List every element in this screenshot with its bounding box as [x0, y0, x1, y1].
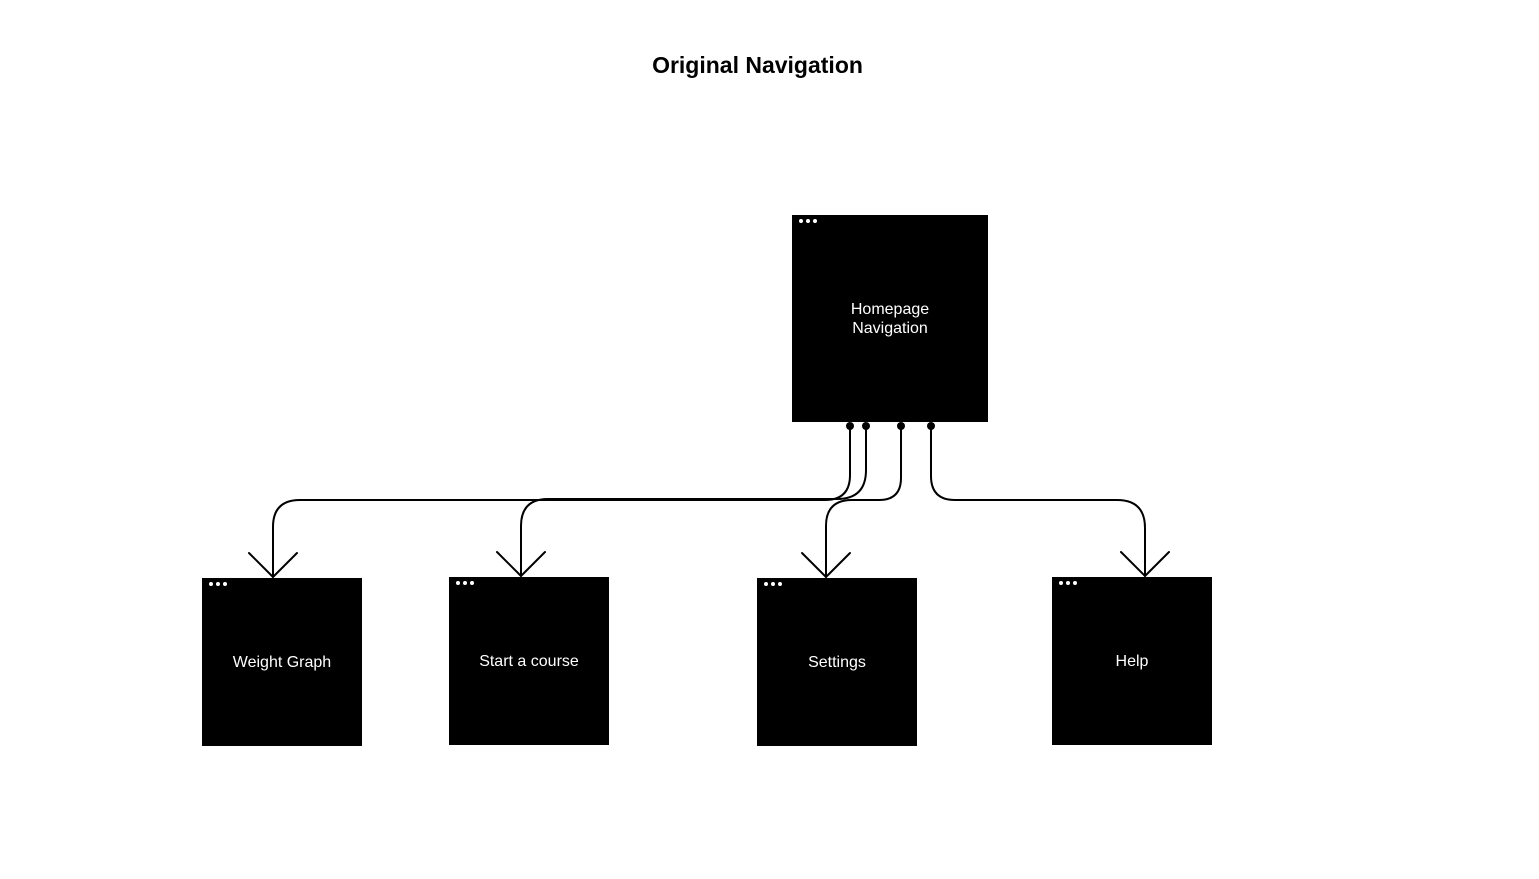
screen-weight-graph: Weight Graph — [202, 578, 362, 746]
window-dots-icon — [1059, 581, 1077, 585]
screen-start-a-course: Start a course — [449, 577, 609, 745]
connector-anchor-dot — [897, 422, 905, 430]
window-dots-icon — [209, 582, 227, 586]
screen-help: Help — [1052, 577, 1212, 745]
screen-label: Homepage Navigation — [850, 300, 930, 337]
screen-settings: Settings — [757, 578, 917, 746]
screen-label: Settings — [808, 653, 866, 671]
connector-settings — [825, 425, 902, 578]
screen-homepage-navigation: Homepage Navigation — [792, 215, 988, 422]
window-dots-icon — [799, 219, 817, 223]
connector-weight-graph — [272, 425, 851, 578]
window-dots-icon — [456, 581, 474, 585]
connector-help — [930, 425, 1146, 577]
screen-label: Help — [1115, 652, 1149, 670]
window-dots-icon — [764, 582, 782, 586]
diagram-title: Original Navigation — [652, 52, 863, 78]
connector-anchor-dot — [862, 422, 870, 430]
arrowhead-start-course — [496, 551, 546, 577]
arrowhead-help — [1120, 551, 1170, 577]
connector-start-course — [520, 425, 867, 577]
connector-anchor-dot — [927, 422, 935, 430]
arrowhead-weight-graph — [248, 552, 298, 578]
screen-label: Start a course — [479, 652, 579, 670]
arrowhead-settings — [801, 552, 851, 578]
connector-anchor-dot — [846, 422, 854, 430]
screen-label: Weight Graph — [232, 653, 332, 671]
